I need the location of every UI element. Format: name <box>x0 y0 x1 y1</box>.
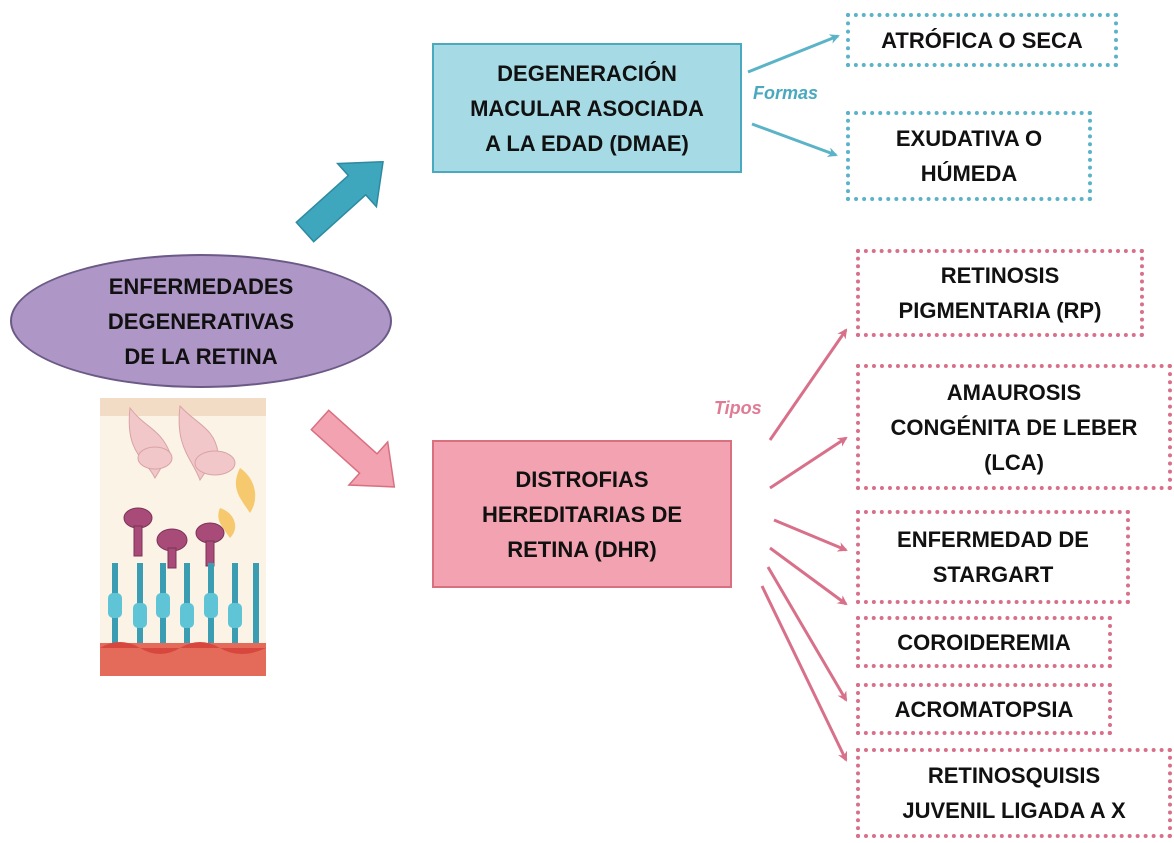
formas-branch-label: Formas <box>753 83 819 103</box>
atrofica-seca-node: ATRÓFICA O SECA <box>846 13 1118 67</box>
retinosis-pigmentaria-line: RETINOSIS <box>940 263 1060 288</box>
exudativa-humeda-line: EXUDATIVA O <box>895 126 1043 151</box>
amaurosis-leber-line: (LCA) <box>984 449 1044 475</box>
tipos-branch-label: Tipos <box>714 398 762 418</box>
retinosquisis-line: JUVENIL LIGADA A X <box>902 798 1126 823</box>
dhr-node-line: RETINA (DHR) <box>507 536 657 562</box>
dmae-node-line: A LA EDAD (DMAE) <box>485 130 689 156</box>
dhr-node: DISTROFIAS HEREDITARIAS DE RETINA (DHR) <box>432 440 732 588</box>
root-node-line: ENFERMEDADES <box>108 273 294 299</box>
exudativa-humeda-node: EXUDATIVA O HÚMEDA <box>846 111 1092 201</box>
arrow-dhr-stargart <box>773 518 848 552</box>
root-node-line: DE LA RETINA <box>124 343 278 369</box>
retinosis-pigmentaria-node: RETINOSIS PIGMENTARIA (RP) <box>856 249 1144 337</box>
acromatopsia-node: ACROMATOPSIA <box>856 683 1112 735</box>
coroideremia-node: COROIDEREMIA <box>856 616 1112 668</box>
dmae-node-line: DEGENERACIÓN <box>497 60 677 86</box>
dhr-node-line: HEREDITARIAS DE <box>481 501 683 527</box>
root-node-enfermedades-degenerativas: ENFERMEDADES DEGENERATIVAS DE LA RETINA <box>10 254 392 388</box>
arrow-dmae-exudativa <box>751 122 838 157</box>
stargart-line: ENFERMEDAD DE <box>897 527 1089 552</box>
stargart-line: STARGART <box>932 562 1054 587</box>
dmae-node-line: MACULAR ASOCIADA <box>470 95 704 121</box>
dmae-node: DEGENERACIÓN MACULAR ASOCIADA A LA EDAD … <box>432 43 742 173</box>
arrow-dhr-coroideremia <box>769 546 848 606</box>
amaurosis-leber-line: CONGÉNITA DE LEBER <box>890 414 1138 440</box>
arrow-dhr-retinosquisis <box>760 585 848 762</box>
retinosquisis-node: RETINOSQUISIS JUVENIL LIGADA A X <box>856 748 1172 838</box>
arrow-dhr-retinosis <box>768 328 848 441</box>
retinosquisis-line: RETINOSQUISIS <box>927 763 1101 788</box>
dhr-node-line: DISTROFIAS <box>515 466 649 492</box>
block-arrow-to-dhr <box>310 409 396 488</box>
acromatopsia-line: ACROMATOPSIA <box>894 696 1074 722</box>
retina-illustration <box>100 398 266 676</box>
retinosis-pigmentaria-line: PIGMENTARIA (RP) <box>898 298 1102 323</box>
stargart-node: ENFERMEDAD DE STARGART <box>856 510 1130 604</box>
block-arrow-to-dmae <box>295 160 384 243</box>
arrow-dhr-amaurosis <box>769 436 848 490</box>
atrofica-seca-line: ATRÓFICA O SECA <box>881 27 1083 53</box>
root-node-line: DEGENERATIVAS <box>107 308 295 334</box>
coroideremia-line: COROIDEREMIA <box>897 629 1071 655</box>
arrow-dmae-atrofica <box>747 34 840 74</box>
arrow-dhr-acromatopsia <box>766 566 848 702</box>
amaurosis-leber-line: AMAUROSIS <box>946 379 1082 405</box>
exudativa-humeda-line: HÚMEDA <box>920 161 1018 186</box>
amaurosis-leber-node: AMAUROSIS CONGÉNITA DE LEBER (LCA) <box>856 364 1172 490</box>
